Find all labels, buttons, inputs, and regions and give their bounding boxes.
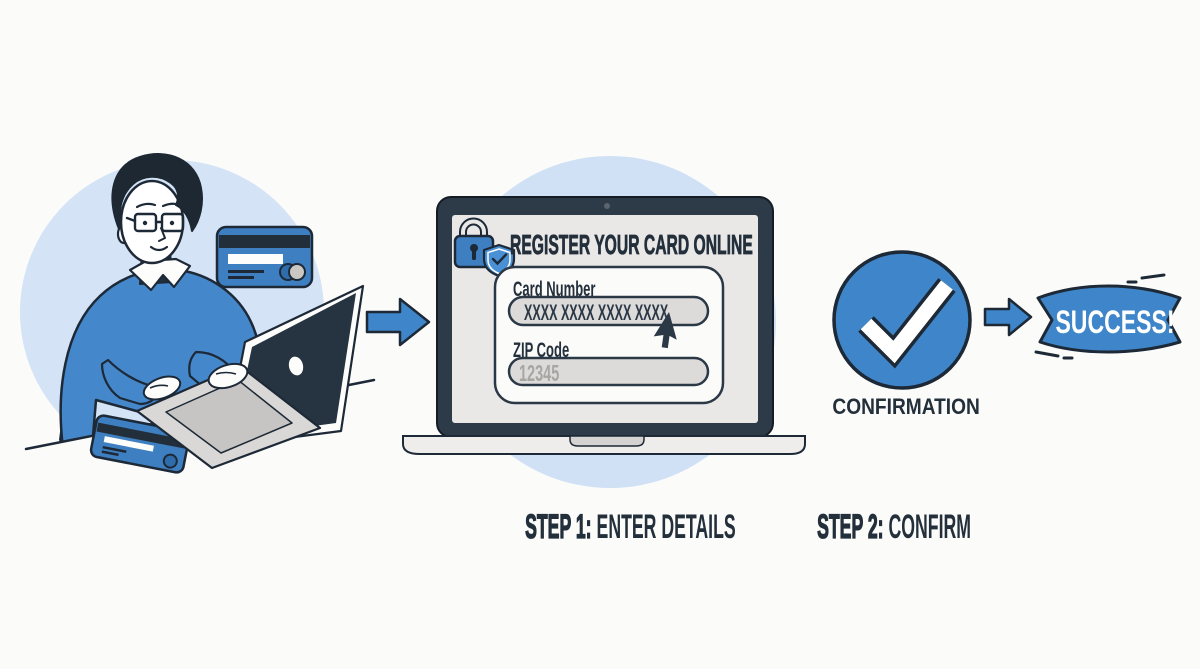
laptop-base — [402, 435, 806, 455]
step1-number: STEP 1: — [525, 508, 592, 546]
card-number-field[interactable] — [507, 295, 710, 327]
step2-number: STEP 2: — [817, 508, 884, 546]
step2-text: CONFIRM — [888, 508, 972, 546]
glasses-icon — [125, 212, 185, 233]
laptop-mockup — [402, 196, 806, 455]
card-number-label: Card Number — [513, 278, 596, 301]
card-number-input[interactable]: XXXX XXXX XXXX XXXX — [524, 300, 669, 325]
step1-caption: STEP 1:ENTER DETAILS — [525, 508, 736, 546]
form-card — [493, 265, 725, 405]
step1-text: ENTER DETAILS — [596, 508, 736, 546]
user-laptop — [135, 284, 365, 470]
confirmation-label: CONFIRMATION — [832, 394, 980, 419]
zip-code-field[interactable] — [507, 356, 710, 387]
banner-dashes — [1034, 273, 1166, 360]
laptop-logo — [288, 356, 304, 376]
arrow-right-icon-2 — [983, 297, 1033, 337]
screen-title: REGISTER YOUR CARD ONLINE — [510, 229, 753, 260]
cursor-pointer-icon — [653, 312, 677, 349]
success-label: SUCCESS! — [1055, 304, 1175, 340]
credit-card-icon — [215, 225, 314, 289]
laptop-hinge-notch — [569, 435, 645, 447]
success-banner — [1034, 273, 1182, 360]
step2-caption: STEP 2:CONFIRM — [817, 508, 972, 546]
webcam-dot-icon — [604, 203, 610, 209]
zip-code-input[interactable]: 12345 — [519, 360, 560, 386]
hair — [111, 153, 203, 232]
confirmation-check — [832, 250, 972, 390]
arrow-right-icon — [365, 297, 431, 347]
hands — [142, 362, 249, 401]
person-illustration — [59, 153, 261, 450]
zip-code-label: ZIP Code — [513, 339, 570, 362]
